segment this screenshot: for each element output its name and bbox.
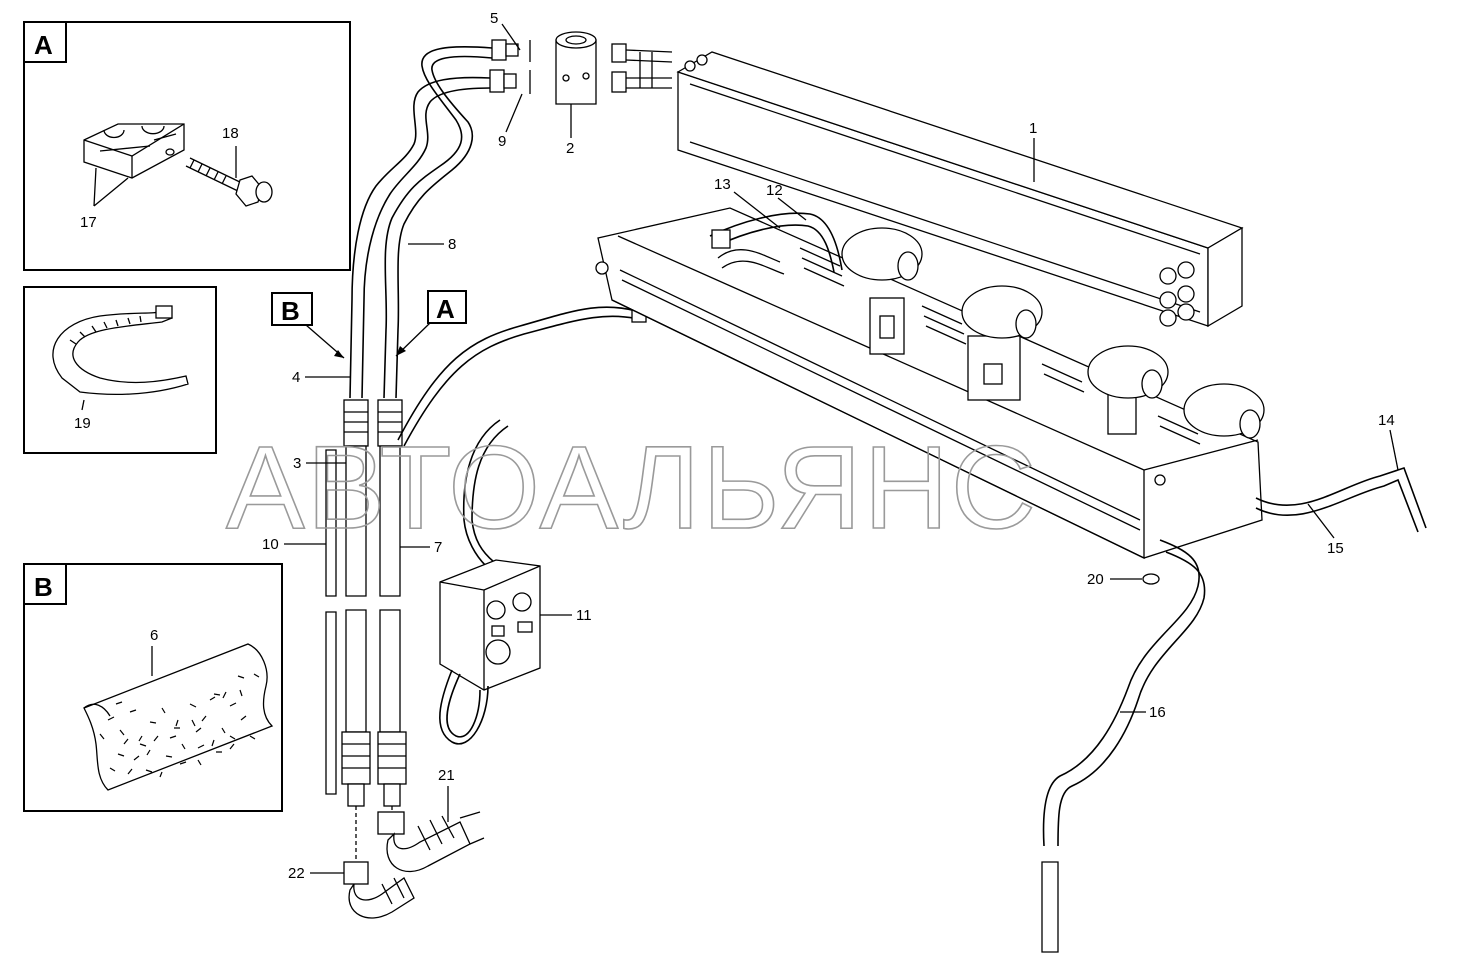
detail-box-b-letter: B — [34, 572, 53, 602]
callout-21: 21 — [438, 767, 455, 784]
callout-15: 15 — [1327, 540, 1344, 557]
callout-5: 5 — [490, 10, 498, 27]
drain-hoses — [1041, 466, 1427, 953]
callout-4: 4 — [292, 369, 300, 386]
callout-18: 18 — [222, 125, 239, 142]
detail-box-a: A — [23, 21, 351, 271]
bolt-part-18 — [185, 157, 273, 207]
heater-hoses — [325, 46, 493, 860]
detail-box-cable-tie — [23, 286, 217, 454]
callout-10: 10 — [262, 536, 279, 553]
callout-8: 8 — [448, 236, 456, 253]
elbow-fittings-21-22 — [343, 811, 485, 919]
reference-label-b: B — [271, 292, 345, 359]
callout-1: 1 — [1029, 120, 1037, 137]
callout-6: 6 — [150, 627, 158, 644]
svg-text:A: A — [436, 294, 455, 324]
control-panel-part-11 — [397, 306, 647, 745]
detail-box-b: B — [23, 563, 283, 812]
callout-12: 12 — [766, 182, 783, 199]
detail-box-a-letter: A — [34, 30, 53, 60]
callout-22: 22 — [288, 865, 305, 882]
reference-label-a: A — [395, 290, 467, 357]
callout-11: 11 — [576, 607, 592, 624]
fittings-5-9 — [489, 39, 673, 94]
heater-core-part-1 — [676, 51, 1244, 328]
callout-19: 19 — [74, 415, 91, 432]
callout-2: 2 — [566, 140, 574, 157]
callout-13: 13 — [714, 176, 731, 193]
callout-14: 14 — [1378, 412, 1395, 429]
clamp-part-17 — [83, 123, 185, 179]
foam-insulation-part-6 — [83, 643, 274, 791]
valve-part-2 — [555, 31, 597, 105]
callout-9: 9 — [498, 133, 506, 150]
callout-3: 3 — [293, 455, 301, 472]
callout-17: 17 — [80, 214, 97, 231]
svg-text:B: B — [281, 296, 300, 326]
callout-7: 7 — [434, 539, 442, 556]
blower-assembly — [595, 207, 1265, 560]
watermark-text: АВТОАЛЬЯНС — [226, 422, 1038, 554]
callout-20: 20 — [1087, 571, 1104, 588]
callout-16: 16 — [1149, 704, 1166, 721]
callouts: 1 2 3 4 5 6 7 8 9 10 11 12 13 14 15 16 1… — [74, 10, 1399, 882]
